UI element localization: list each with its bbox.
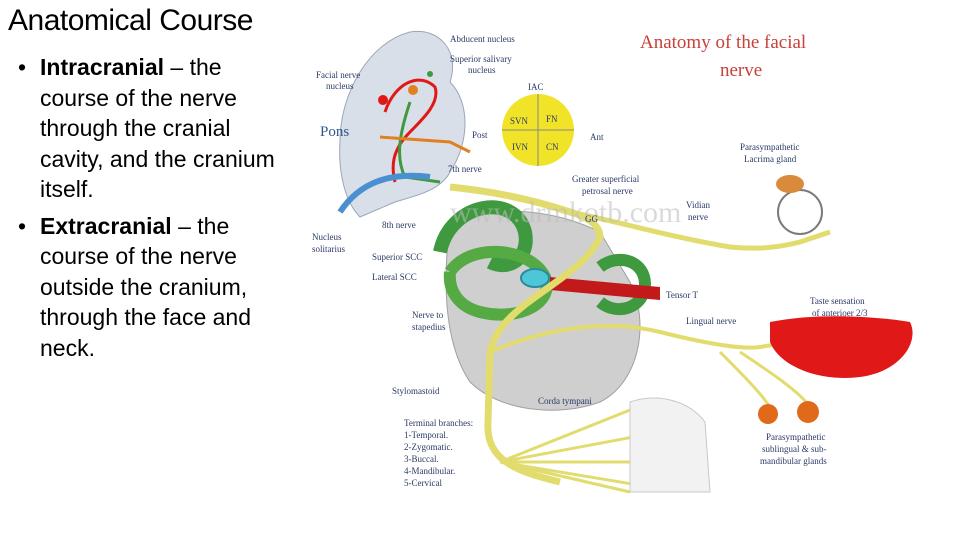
label-para2: Lacrima gland [744, 154, 797, 164]
lateral-scc [443, 246, 553, 321]
facial-nucleus [378, 95, 388, 105]
facial-nerve-main [449, 183, 604, 486]
label-vidian1: Vidian [686, 200, 710, 210]
label-sub1: Parasympathetic [766, 432, 825, 442]
label-b5: 5-Cervical [404, 478, 442, 488]
label-post: Post [472, 130, 488, 140]
label-salivary1: Superior salivary [450, 54, 512, 64]
label-b2: 2-Zygomatic. [404, 442, 453, 452]
label-stylo: Stylomastoid [392, 386, 440, 396]
bullet-extracranial: • Extracranial – the course of the nerve… [18, 211, 288, 364]
abducent-nucleus [427, 71, 433, 77]
label-tensor: Tensor T [666, 290, 698, 300]
label-ant: Ant [590, 132, 604, 142]
figure-heading-line2: nerve [720, 60, 762, 81]
orange-tract [379, 135, 471, 154]
tongue-shape [770, 316, 913, 378]
lacrimal-gland [776, 175, 804, 193]
tensor-tympani-muscle [550, 277, 660, 300]
label-lscc: Lateral SCC [372, 272, 417, 282]
cochlea-cyan [520, 268, 550, 288]
label-pons: Pons [320, 124, 349, 140]
label-gsp2: petrosal nerve [582, 186, 633, 196]
label-lingual: Lingual nerve [686, 316, 736, 326]
facial-nerve-diagram: www.drmkotb.com Anatomy of the facial ne… [300, 22, 920, 502]
bullet-dot: • [18, 54, 27, 80]
bullet-dot: • [18, 212, 27, 239]
label-stap2: stapedius [412, 322, 446, 332]
label-stap1: Nerve to [412, 310, 444, 320]
cochlea-green [596, 253, 652, 316]
label-sscc: Superior SCC [372, 252, 422, 262]
label-abducent: Abducent nucleus [450, 34, 515, 44]
face-outline [629, 397, 711, 493]
label-b4: 4-Mandibular. [404, 466, 455, 476]
label-taste2: of anterioer 2/3 [812, 308, 868, 318]
label-fn: FN [546, 114, 558, 124]
label-ivn: IVN [512, 142, 528, 152]
bullet-intracranial: • Intracranial – the course of the nerve… [18, 52, 288, 205]
label-vidian2: nerve [688, 212, 708, 222]
label-gsp1: Greater superficial [572, 174, 640, 184]
label-nucleus2: solitarius [312, 244, 345, 254]
sublingual-gland [758, 404, 778, 424]
bullet-term: Intracranial [40, 54, 164, 80]
bullet-term: Extracranial [40, 212, 172, 239]
label-b3: 3-Buccal. [404, 454, 439, 464]
terminal-fan [499, 400, 661, 494]
label-sub2: sublingual & sub- [762, 444, 827, 454]
label-gg: GG [585, 214, 598, 224]
label-svn: SVN [510, 116, 529, 126]
label-eighth: 8th nerve [382, 220, 416, 230]
bullet-text: – the course of the nerve outside the cr… [40, 212, 251, 361]
sublingual-branch [718, 350, 772, 408]
gsp-nerve [569, 209, 831, 251]
label-para1: Parasympathetic [740, 142, 799, 152]
label-term: Terminal branches: [404, 418, 473, 428]
label-chorda: Corda tympani [538, 396, 592, 406]
label-facial2: nucleus [326, 81, 354, 91]
bullet-text: – the course of the nerve through the cr… [40, 54, 275, 202]
label-salivary2: nucleus [468, 65, 496, 75]
label-taste1: Taste sensation [810, 296, 865, 306]
watermark: www.drmkotb.com [450, 196, 681, 229]
label-b1: 1-Temporal. [404, 430, 448, 440]
label-sub3: mandibular glands [760, 456, 827, 466]
facial-nerve-tract-red [383, 78, 438, 183]
superior-scc [433, 200, 533, 273]
label-cn: CN [546, 142, 559, 152]
label-nucleus1: Nucleus [312, 232, 342, 242]
bullet-list: • Intracranial – the course of the nerve… [18, 52, 288, 369]
eye-shape [777, 189, 823, 235]
label-seventh: 7th nerve [448, 164, 482, 174]
slide-title: Anatomical Course [8, 4, 253, 37]
figure-heading-line1: Anatomy of the facial [640, 32, 806, 53]
submandibular-gland [797, 401, 819, 423]
salivary-nucleus [408, 85, 418, 95]
diagram-svg: www.drmkotb.com Anatomy of the facial ne… [312, 30, 913, 494]
label-facial1: Facial nerve [316, 70, 360, 80]
blue-tract [337, 172, 431, 214]
label-iac: IAC [528, 82, 544, 92]
